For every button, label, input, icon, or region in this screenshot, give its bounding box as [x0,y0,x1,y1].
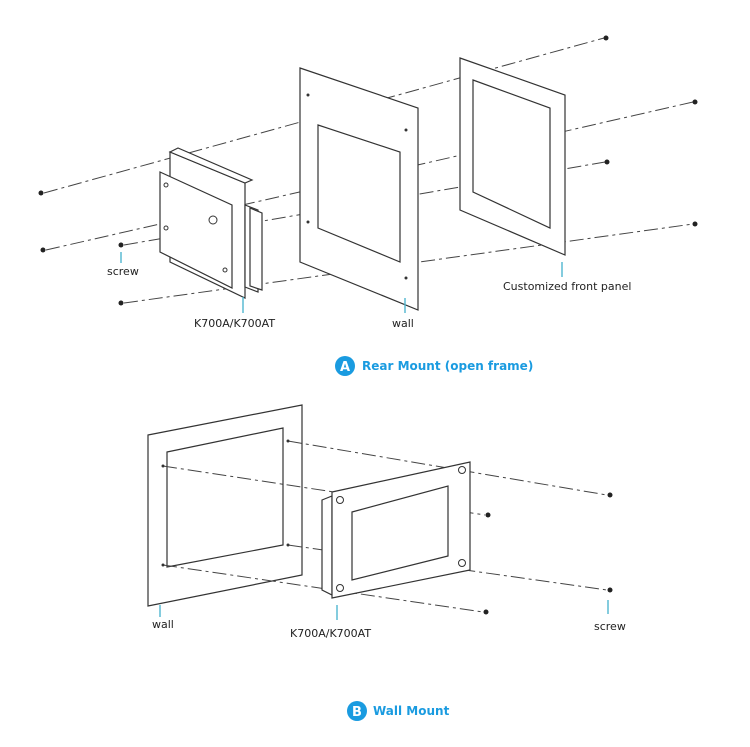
screw-icon [603,35,609,41]
label-device-b: K700A/K700AT [290,627,371,640]
badge-a-letter: A [340,360,350,375]
label-wall-b: wall [152,618,174,631]
screw-icon [607,587,613,593]
wall-mount-section: wall K700A/K700AT screw B Wall Mount [147,404,626,721]
section-b-title: Wall Mount [373,704,450,718]
screw-icon [118,242,124,248]
screw-icon [692,221,698,227]
wall-panel-b [147,404,303,607]
screw-icon [692,99,698,105]
screw-icon [40,247,46,253]
screw-icon [38,190,44,196]
label-screw-b: screw [594,620,626,633]
screws-b [483,492,613,615]
section-a-title: Rear Mount (open frame) [362,359,533,373]
label-device: K700A/K700AT [194,317,275,330]
rear-mount-section: screw K700A/K700AT wall Customized front… [38,35,698,376]
label-wall: wall [392,317,414,330]
label-screw: screw [107,265,139,278]
screws-a [38,35,698,306]
wall-panel [299,67,419,311]
screw-icon [483,609,489,615]
device-k700a-front [321,461,471,599]
badge-b-letter: B [352,705,362,720]
screw-icon [607,492,613,498]
customized-front-panel [459,57,566,256]
screw-icon [118,300,124,306]
badge-a [335,356,355,376]
screw-icon [485,512,491,518]
screw-icon [604,159,610,165]
device-k700a-rear [159,147,263,299]
badge-b [347,701,367,721]
label-front-panel: Customized front panel [503,280,631,293]
